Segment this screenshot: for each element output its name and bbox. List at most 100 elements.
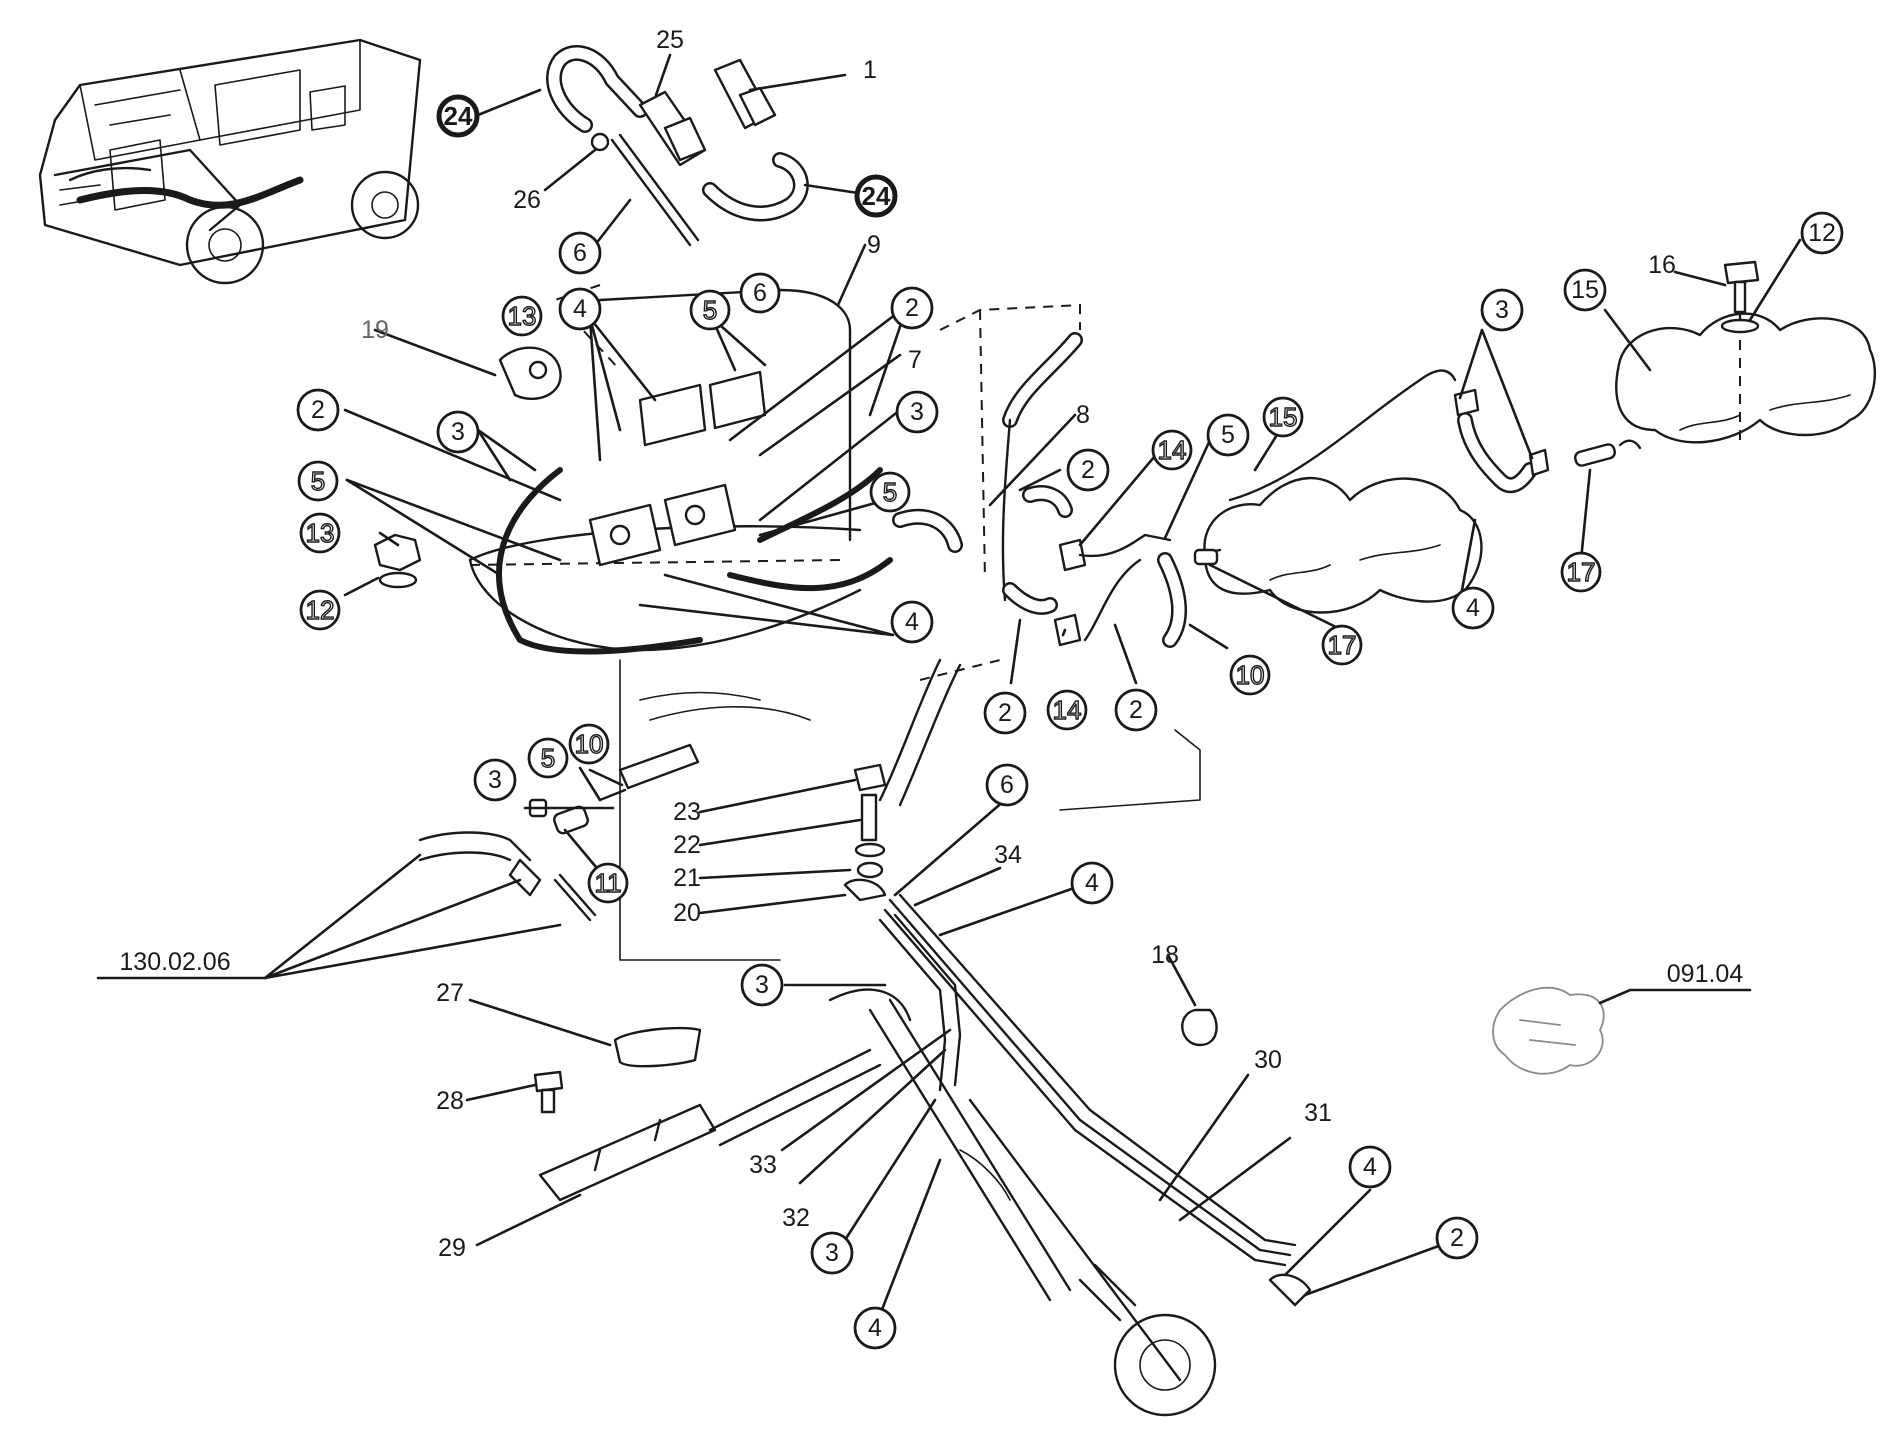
callout-17-a-circle	[1560, 551, 1602, 593]
callout-12-b-circle	[1800, 211, 1844, 255]
auxiliary-tanks	[1193, 260, 1877, 614]
callout-18: 18	[1151, 941, 1179, 969]
callout-5-a: 5	[703, 295, 717, 325]
callout-13-a: 13	[508, 301, 537, 331]
callout-4-e-circle	[853, 1306, 897, 1350]
callout-13-b: 13	[306, 518, 335, 548]
callout-5-a-circle	[689, 289, 731, 331]
callout-5-c: 5	[883, 477, 897, 507]
callout-4-a: 4	[573, 295, 587, 323]
callout-2-f: 2	[1450, 1224, 1464, 1252]
callout-8: 8	[1076, 401, 1090, 429]
vehicle-thumbnail	[38, 38, 422, 285]
callout-29: 29	[438, 1234, 466, 1262]
callout-2-b: 2	[311, 396, 325, 424]
callout-12-a-circle	[299, 589, 341, 631]
callout-16: 16	[1648, 251, 1676, 279]
callout-20: 20	[673, 899, 701, 927]
callouts: 25 1 24 24 26 6 9 13 19 4 5 6 2 7 2 3 3 …	[119, 26, 1844, 1350]
callout-5-e-circle	[527, 737, 569, 779]
callout-6-a: 6	[573, 239, 587, 267]
callout-5-e: 5	[541, 743, 555, 773]
callout-5-c-circle	[869, 471, 911, 513]
callout-7: 7	[908, 346, 922, 374]
callout-10-a: 10	[1236, 660, 1265, 690]
callout-2-f-circle	[1435, 1216, 1479, 1260]
callout-6-a-circle	[558, 231, 602, 275]
callout-12-a: 12	[306, 595, 335, 625]
callout-15-b: 15	[1571, 276, 1599, 304]
callout-3-c: 3	[1495, 296, 1509, 324]
callout-15-a: 15	[1269, 402, 1298, 432]
callout-19: 19	[361, 316, 389, 344]
callout-6-c-circle	[985, 763, 1029, 807]
callout-2-e: 2	[1129, 696, 1143, 724]
callout-10-a-circle	[1229, 654, 1271, 696]
callout-3-e-circle	[740, 963, 784, 1007]
central-hose-group	[1001, 332, 1188, 648]
callout-21: 21	[673, 864, 701, 892]
callout-3-f: 3	[825, 1239, 839, 1267]
callout-34: 34	[994, 841, 1022, 869]
callout-14-a: 14	[1158, 435, 1187, 465]
fuel-filter-assembly	[546, 45, 809, 247]
callout-15-a-circle	[1262, 396, 1304, 438]
callout-1: 1	[863, 56, 877, 84]
callout-17-b-circle	[1321, 624, 1363, 666]
callout-3-c-circle	[1480, 288, 1524, 332]
callout-24-b-circle	[854, 174, 898, 218]
callout-5-d: 5	[1221, 421, 1235, 449]
callout-13-b-circle	[299, 512, 341, 554]
callout-14-b: 14	[1053, 695, 1082, 725]
callout-4-f-circle	[1348, 1145, 1392, 1189]
callout-6-b-circle	[739, 272, 781, 314]
reference-091-04: 091.04	[1667, 960, 1744, 988]
callout-3-e: 3	[755, 971, 769, 999]
callout-33: 33	[749, 1151, 777, 1179]
callout-6-c: 6	[1000, 771, 1014, 799]
callout-24-a-circle	[436, 94, 480, 138]
callout-5-d-circle	[1206, 413, 1250, 457]
callout-2-d-circle	[983, 691, 1027, 735]
callout-3-a: 3	[451, 418, 465, 446]
callout-2-e-circle	[1114, 688, 1158, 732]
callout-6-b: 6	[753, 279, 767, 307]
callout-2-d: 2	[998, 699, 1012, 727]
callout-4-c-circle	[1451, 586, 1495, 630]
callout-5-b-circle	[297, 460, 339, 502]
callout-2-c: 2	[1081, 456, 1095, 484]
callout-4-a-circle	[558, 287, 602, 331]
callout-28: 28	[436, 1087, 464, 1115]
callout-3-b: 3	[910, 398, 924, 426]
callout-17-a: 17	[1567, 557, 1596, 587]
callout-3-a-circle	[436, 410, 480, 454]
callout-31: 31	[1304, 1099, 1332, 1127]
fuel-tank-assembly	[373, 284, 1201, 961]
callout-32: 32	[782, 1204, 810, 1232]
callout-4-b-circle	[890, 600, 934, 644]
callout-4-d-circle	[1070, 861, 1114, 905]
reference-130-02-06: 130.02.06	[119, 948, 230, 976]
callout-24-b: 24	[862, 181, 891, 211]
callout-24-a: 24	[444, 101, 473, 131]
callout-3-d: 3	[488, 766, 502, 794]
callout-15-b-circle	[1563, 268, 1607, 312]
callout-11-circle	[587, 862, 629, 904]
callout-2-b-circle	[296, 388, 340, 432]
callout-14-a-circle	[1151, 429, 1193, 471]
callout-14-b-circle	[1046, 689, 1088, 731]
callout-4-d: 4	[1085, 869, 1099, 897]
callout-25: 25	[656, 26, 684, 54]
callout-4-f: 4	[1363, 1153, 1377, 1181]
callout-23: 23	[673, 798, 701, 826]
callout-12-b: 12	[1808, 219, 1836, 247]
callout-4-b: 4	[905, 608, 919, 636]
callout-10-b: 10	[575, 729, 604, 759]
callout-13-a-circle	[501, 295, 543, 337]
callout-30: 30	[1254, 1046, 1282, 1074]
callout-22: 22	[673, 831, 701, 859]
callout-5-b: 5	[311, 466, 325, 496]
callout-11: 11	[595, 868, 622, 898]
callout-26: 26	[513, 186, 541, 214]
